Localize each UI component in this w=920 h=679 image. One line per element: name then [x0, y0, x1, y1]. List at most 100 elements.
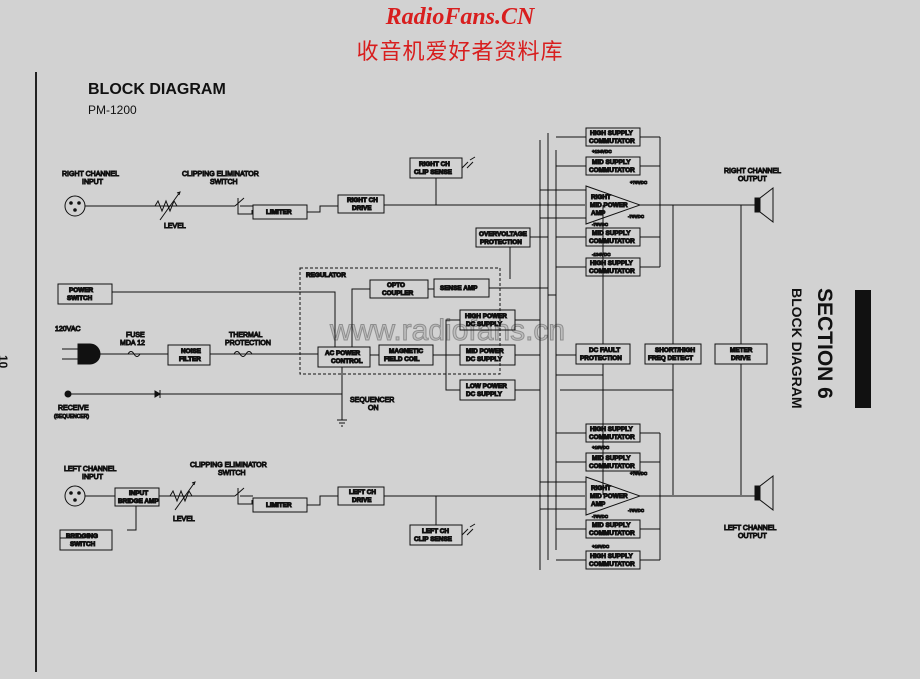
page-title: BLOCK DIAGRAM: [88, 81, 226, 98]
fuse-label-2: MDA 12: [120, 340, 145, 347]
receive-terminal: [64, 390, 72, 398]
r-ms1-label-2: COMMUTATOR: [589, 167, 635, 174]
ac-power-label-1: AC POWER: [325, 350, 361, 357]
left-output-stage: [540, 423, 774, 570]
high-dc-label-1: HIGH POWER: [465, 313, 507, 320]
l-v4: -70VDC: [592, 514, 609, 519]
mag-coil-label-1: MAGNETIC: [389, 348, 423, 355]
drive-l-label-1: LEFT CH: [349, 489, 376, 496]
r-v5: -134VDC: [592, 252, 611, 257]
limiter-r-label: LIMITER: [266, 209, 292, 216]
dc-fault-label-1: DC FAULT: [589, 347, 620, 354]
r-amp-label-1: RIGHT: [591, 194, 611, 201]
l-amp-label-1: RIGHT: [591, 485, 611, 492]
watermark-cn: 收音机爱好者资料库: [356, 40, 564, 65]
limiter-l-label: LIMITER: [266, 502, 292, 509]
thermal-icon: [233, 351, 253, 357]
l-ms1-label-2: COMMUTATOR: [589, 463, 635, 470]
wire-overvoltage: [509, 236, 548, 279]
r-v4: -70VDC: [592, 222, 609, 227]
bridging-label-1: BRIDGING: [66, 533, 98, 540]
level-label-r: LEVEL: [164, 223, 186, 230]
meter-drive-label-2: DRIVE: [731, 355, 751, 362]
l-v3: -70VDC: [628, 508, 645, 513]
right-output-label-2: OUTPUT: [738, 176, 768, 183]
clip-elim-label-r-2: SWITCH: [210, 179, 238, 186]
r-v3: -70VDC: [628, 214, 645, 219]
drive-r-label-1: RIGHT CH: [347, 197, 378, 204]
noise-filter-label-2: FILTER: [179, 356, 201, 363]
regulator-group: [299, 267, 501, 375]
l-amp-label-3: AMP: [591, 501, 606, 508]
left-output-label-1: LEFT CHANNEL: [724, 525, 776, 532]
right-input-label-2: INPUT: [82, 179, 104, 186]
wire-coil-supplies: [433, 319, 460, 391]
l-hs2-label-1: HIGH SUPPLY: [590, 553, 633, 560]
fuse-label-1: FUSE: [126, 332, 145, 339]
led-icon-l: [461, 523, 476, 536]
l-hs1-label-2: COMMUTATOR: [589, 434, 635, 441]
watermark-site: RadioFans.CN: [385, 4, 535, 30]
level-label-l: LEVEL: [173, 516, 195, 523]
clip-sense-r-label-1: RIGHT CH: [419, 161, 450, 168]
thermal-label-1: THERMAL: [229, 332, 263, 339]
power-switch-box: [57, 283, 113, 305]
l-v5: +10VDC: [592, 544, 610, 549]
sequencer-label-2: ON: [368, 405, 379, 412]
r-ms1-label-1: MID SUPPLY: [592, 159, 631, 166]
right-input-label-1: RIGHT CHANNEL: [62, 171, 119, 178]
low-dc-label-2: DC SUPPLY: [466, 391, 503, 398]
l-v2: +70VDC: [630, 471, 648, 476]
r-hs2-label-2: COMMUTATOR: [589, 268, 635, 275]
opto-label-1: OPTO: [387, 282, 405, 289]
clip-sense-l-label-1: LEFT CH: [422, 528, 449, 535]
ground-icon: [337, 394, 347, 427]
wire-protection-bus: [556, 354, 674, 391]
input-bridge-label-1: INPUT: [129, 490, 148, 497]
sequencer-label-1: SEQUENCER: [350, 397, 394, 404]
clip-elim-label-r-1: CLIPPING ELIMINATOR: [182, 171, 259, 178]
ac120-label: 120VAC: [55, 326, 81, 333]
l-hs1-label-1: HIGH SUPPLY: [590, 426, 633, 433]
left-input-label-1: LEFT CHANNEL: [64, 466, 116, 473]
level-pot-icon: [154, 191, 181, 221]
model-number: PM-1200: [88, 103, 137, 117]
opto-label-2: COUPLER: [382, 290, 414, 297]
overvoltage-label-2: PROTECTION: [480, 239, 522, 246]
bridging-label-2: SWITCH: [70, 541, 96, 548]
mid-dc-label-2: DC SUPPLY: [466, 356, 503, 363]
r-ms2-label-1: MID SUPPLY: [592, 230, 631, 237]
clip-elim-label-l-2: SWITCH: [218, 470, 246, 477]
drive-l-label-2: DRIVE: [352, 497, 372, 504]
l-v1: +10VDC: [592, 445, 610, 450]
left-input-label-2: INPUT: [82, 474, 104, 481]
wire-supplies-bus: [515, 319, 540, 391]
led-icon-r: [461, 156, 476, 169]
l-amp-label-2: MID POWER: [590, 493, 628, 500]
right-output-stage: [540, 127, 774, 277]
overvoltage-label-1: OVERVOLTAGE: [479, 231, 528, 238]
l-ms2-label-1: MID SUPPLY: [592, 522, 631, 529]
clip-sense-l-label-2: CLIP SENSE: [414, 536, 453, 543]
short-high-label-2: FREQ DETECT: [648, 355, 693, 362]
diode-icon: [154, 390, 161, 398]
r-v1: +134VDC: [592, 149, 612, 154]
r-hs2-label-1: HIGH SUPPLY: [590, 260, 633, 267]
regulator-label: REGULATOR: [306, 272, 346, 279]
ac-power-label-2: CONTROL: [331, 358, 363, 365]
wire-power-switch: [112, 291, 336, 347]
supply-bus: [539, 133, 557, 570]
clip-switch-l: [234, 487, 253, 505]
left-output-label-2: OUTPUT: [738, 533, 768, 540]
margin-rule: [35, 72, 37, 672]
drive-r-box: [337, 194, 385, 214]
high-dc-label-2: DC SUPPLY: [466, 321, 503, 328]
low-dc-label-1: LOW POWER: [466, 383, 507, 390]
level-pot-icon: [169, 481, 196, 511]
thermal-label-2: PROTECTION: [225, 340, 271, 347]
clip-elim-label-l-1: CLIPPING ELIMINATOR: [190, 462, 267, 469]
l-hs2-label-2: COMMUTATOR: [589, 561, 635, 568]
wire-limiter-drive-r: [307, 205, 338, 213]
